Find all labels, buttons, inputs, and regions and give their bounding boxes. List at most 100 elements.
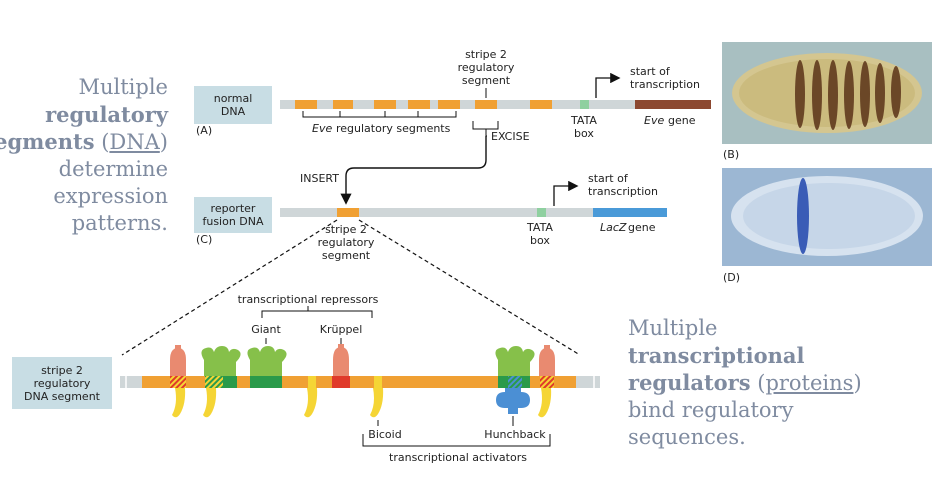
embryo-b-inner [739,59,915,127]
eve-gene [635,100,711,109]
lacz-gene [593,208,667,217]
tata-a-1: TATA [570,114,597,127]
left-caption-segments: segments [0,129,95,154]
reporter-fusion-box: reporter fusion DNA [194,197,272,233]
left-caption-line2: regulatory [45,102,168,127]
eve-stripe-6 [875,63,885,123]
left-caption-line4: determine [58,157,168,181]
photo-d-letter: (D) [723,271,740,284]
eve-stripe-4 [844,61,854,129]
zoom-line-left [121,219,338,356]
bicoid-label: Bicoid [368,428,401,441]
embryo-d-inner [743,183,915,249]
excise-line [485,129,487,137]
lacz-stripe [797,178,809,254]
reporter-dna-strand [280,208,593,217]
stripe2-box-label-2: regulatory [33,376,91,390]
right-caption: Multiple transcriptional regulators (pro… [628,315,862,451]
stripe2-label-c-3: segment [322,249,371,262]
insert-label: INSERT [300,172,339,185]
lacz-italic: LacZ [600,221,627,234]
eve-stripe-2 [812,60,822,130]
site-green-2 [250,376,282,388]
site-hatched-blue [508,376,522,388]
repressor-knob-2 [338,344,344,349]
right-caption-regulators: regulators [628,370,751,395]
site-hatched-red-1 [170,376,186,388]
tata-a-2: box [574,127,594,140]
repressor-green-1 [201,346,241,376]
eve-stripe-3 [828,60,838,130]
start-label-c-2: transcription [588,185,658,198]
eve-gene-italic: Eve [644,114,664,127]
panel-bottom: transcriptional repressors Giant Krüppel… [120,293,600,464]
panel-c: (C) stripe 2 regulatory segment start of… [196,172,667,262]
start-label-a-2: transcription [630,78,700,91]
eve-segment-2 [333,100,353,109]
left-caption: Multiple regulatory segments (DNA) deter… [0,74,168,237]
photo-d: (D) [722,168,932,284]
left-caption-line6: patterns. [71,211,168,235]
repressor-knob-1 [175,345,181,350]
reporter-label-1: reporter [210,202,256,215]
giant-label: Giant [251,323,281,336]
site-yellow-2 [374,376,382,388]
photo-b: (B) [722,42,932,161]
eve-regulatory-label: regulatory segments [336,122,451,135]
eve-stripe-7 [891,66,901,118]
hunchback-label: Hunchback [484,428,546,441]
eve-stripes [795,60,901,130]
excise-bracket [472,121,499,130]
repressors-label: transcriptional repressors [238,293,379,306]
eve-segment-6 [530,100,552,109]
right-caption-line3: regulators (proteins) [628,370,862,395]
site-hatched-green-1 [205,376,223,388]
repressor-salmon-kruppel [333,347,349,376]
eve-segment-4 [408,100,430,109]
eve-bracket-tick [339,111,419,117]
activator-blue-hunchback [496,388,530,414]
start-label-c-1: start of [588,172,629,185]
left-caption-dna: DNA [109,130,160,154]
panel-a-letter: (A) [196,124,212,137]
repressor-green-3 [495,346,535,376]
eve-stripe-5 [860,61,870,127]
left-caption-line3: segments (DNA) [0,128,168,156]
activator-yellow-2 [203,388,217,418]
stripe2-label-a-3: segment [462,74,511,87]
site-red-1 [332,376,350,388]
zoom-line-right [358,219,581,356]
stripe2-box-label-3: DNA segment [24,389,100,403]
left-caption-line1: Multiple [78,75,169,99]
site-hatched-red-2 [540,376,554,388]
tata-c-1: TATA [526,221,553,234]
stripe2-dna-box: stripe 2 regulatory DNA segment [12,357,112,409]
repressor-knob-3 [544,345,550,350]
excise-label: EXCISE [491,130,530,143]
right-caption-proteins: proteins [765,371,854,395]
right-caption-line4: bind regulatory [628,398,794,422]
site-green-1 [223,376,237,388]
tata-box-a [580,100,589,109]
eve-segment-1 [295,100,317,109]
tata-c-2: box [530,234,550,247]
left-caption-line5: expression [53,184,168,208]
repressor-green-giant [247,346,287,376]
stripe2-flank-right [576,376,600,388]
site-green-3 [498,376,508,388]
right-caption-line5: sequences. [628,425,746,449]
stripe2-label-c-1: stripe 2 [325,223,367,236]
photo-b-letter: (B) [723,148,739,161]
activator-yellow-3 [304,388,318,418]
right-caption-line1: Multiple [628,316,718,340]
start-label-a-1: start of [630,65,671,78]
kruppel-label: Krüppel [320,323,363,336]
stripe2-label-c-2: regulatory [318,236,375,249]
activator-yellow-bicoid [370,388,384,418]
normal-dna-label-1: normal [213,92,253,105]
transcription-arrow-c [553,180,579,206]
panel-c-letter: (C) [196,233,212,246]
reporter-label-2: fusion DNA [202,215,264,228]
repressor-salmon-1 [170,348,186,376]
